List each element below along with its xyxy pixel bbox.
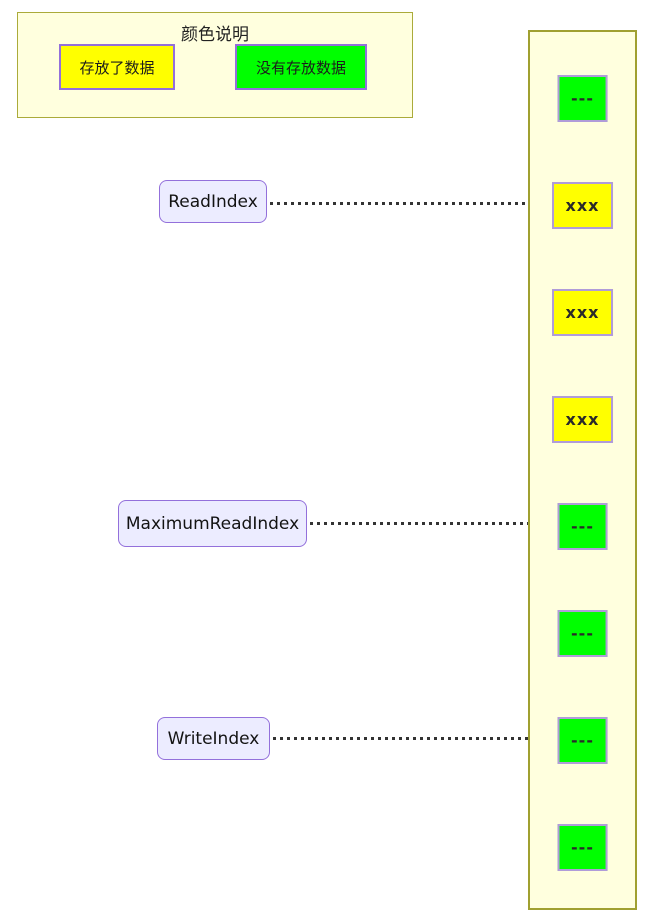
legend-title: 颜色说明 [181, 25, 249, 45]
buffer-cell: --- [557, 610, 608, 657]
buffer-cell-text: --- [571, 731, 594, 750]
legend-panel: 颜色说明 存放了数据 没有存放数据 [17, 12, 413, 118]
pointer-maximumreadindex-label: MaximumReadIndex [125, 513, 300, 534]
pointer-writeindex-label: WriteIndex [167, 728, 260, 749]
buffer-cell: --- [557, 717, 608, 764]
buffer-cell: xxx [551, 289, 614, 336]
pointer-maximumreadindex: MaximumReadIndex [118, 500, 307, 547]
buffer-cell: --- [557, 503, 608, 550]
legend-swatch-filled: 存放了数据 [59, 44, 175, 90]
buffer-cell-text: xxx [565, 410, 600, 429]
pointer-readindex-label: ReadIndex [168, 191, 258, 212]
buffer-cell-text: xxx [565, 196, 600, 215]
buffer-cell: xxx [551, 182, 614, 229]
arrow-writeindex-line [273, 737, 547, 740]
buffer-container: --- xxx xxx xxx --- --- --- --- [528, 30, 637, 910]
legend-swatch-empty-label: 没有存放数据 [255, 58, 346, 77]
buffer-cell-text: --- [571, 838, 594, 857]
buffer-cell-text: --- [571, 624, 594, 643]
legend-swatch-filled-label: 存放了数据 [79, 58, 155, 77]
legend-swatch-empty: 没有存放数据 [235, 44, 367, 90]
buffer-cell-text: --- [571, 89, 594, 108]
buffer-cell-text: --- [571, 517, 594, 536]
buffer-cell: --- [557, 75, 608, 122]
buffer-cell: --- [557, 824, 608, 871]
buffer-cell-text: xxx [565, 303, 600, 322]
buffer-cell: xxx [551, 396, 614, 443]
arrow-readindex-line [270, 202, 544, 205]
pointer-readindex: ReadIndex [159, 180, 267, 223]
pointer-writeindex: WriteIndex [157, 717, 270, 760]
arrow-maximumreadindex-line [310, 522, 547, 525]
